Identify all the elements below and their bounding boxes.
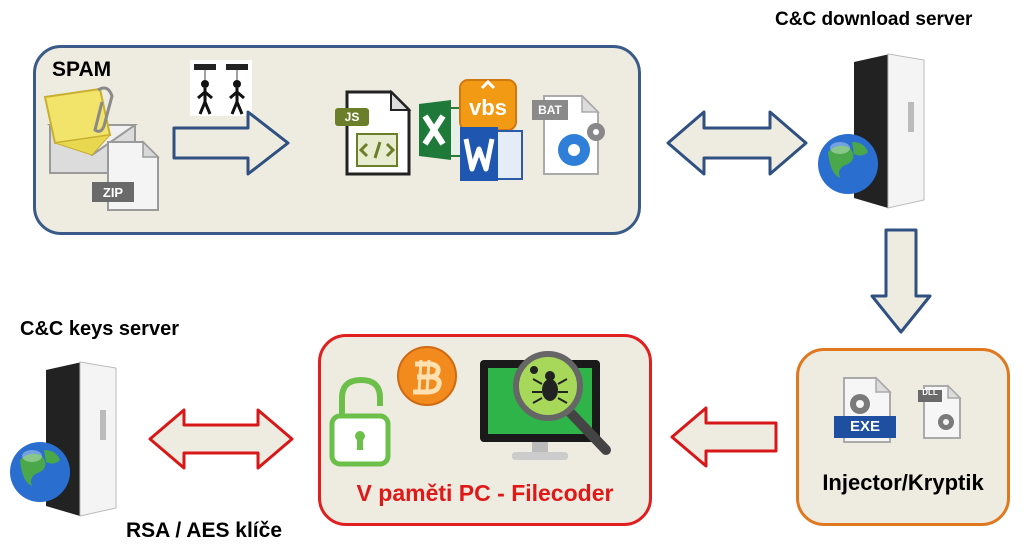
- spam-label: SPAM: [52, 58, 112, 81]
- injector-label: Injector/Kryptik: [822, 470, 984, 495]
- cc-download-server-label: C&C download server: [775, 9, 973, 30]
- dll-file-label: DLL: [922, 388, 938, 397]
- excel-icon: [419, 100, 478, 160]
- dll-file-icon: [918, 384, 962, 439]
- bat-file-icon: [532, 94, 605, 175]
- server-to-injector-arrow: [870, 228, 932, 334]
- padlock-icon: [329, 376, 391, 467]
- filecoder-label: V paměti PC - Filecoder: [356, 480, 614, 506]
- bat-file-label: BAT: [538, 103, 562, 117]
- js-file-label: JS: [344, 110, 360, 124]
- zip-file-label: ZIP: [102, 185, 124, 200]
- bitcoin-icon: [397, 346, 457, 406]
- rsa-aes-keys-label: RSA / AES klíče: [126, 519, 283, 542]
- vbs-label: vbs: [469, 95, 507, 120]
- word-icon: [460, 127, 523, 181]
- monitor-bug-magnifier-icon: [480, 351, 611, 460]
- exe-file-label: EXE: [849, 418, 880, 435]
- exe-file-icon: [834, 376, 896, 443]
- download-server-icon: [818, 53, 925, 209]
- injector-to-filecoder-arrow: [670, 406, 778, 468]
- injector-box: [796, 348, 1010, 526]
- spam-download-double-arrow: [666, 110, 808, 176]
- keys-filecoder-double-arrow: [148, 408, 294, 470]
- puppet-people-icon: [190, 60, 252, 116]
- cc-keys-server-label: C&C keys server: [20, 318, 179, 340]
- zip-file-icon: [92, 140, 160, 211]
- spam-to-files-arrow: [172, 110, 290, 176]
- js-file-icon: [335, 90, 412, 176]
- keys-server-icon: [10, 361, 117, 517]
